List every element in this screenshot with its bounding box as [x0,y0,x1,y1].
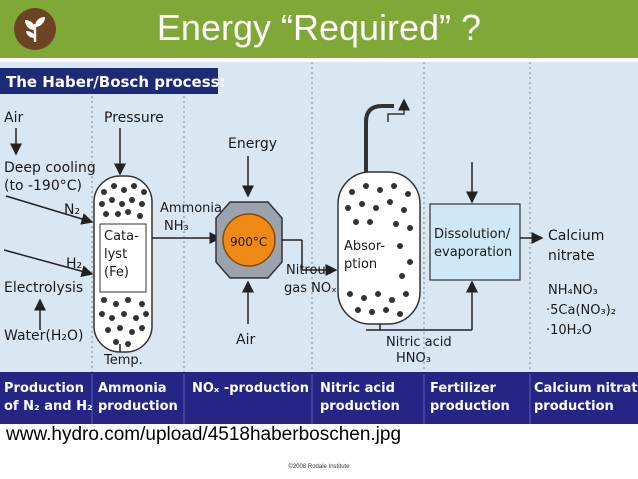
copyright-notice: ©2008 Rodale Institute [288,464,350,470]
dissolution-box [429,203,521,281]
diagram-canvas: The Haber/Bosch process: Air Deep coolin… [0,62,638,424]
absorber-label-2: ption [344,257,377,272]
stages-footer [0,372,638,424]
sprout-logo-icon [14,8,56,50]
nitrous-label-2: gas NOₓ [284,281,337,296]
reactor-temp: Temp. [103,353,143,368]
stage-2-line-1: Ammonia [98,381,167,396]
slide-header: Energy “Required” ? [0,0,638,58]
oxidizer-air: Air [236,332,255,348]
input-deep-cooling: Deep cooling [4,160,96,176]
absorber-dots [345,183,413,317]
stage-6-line-2: production [534,399,614,414]
product-formula-1: NH₄NO₃ [548,283,598,298]
product-label-1: Calcium [548,228,604,244]
oxidizer-flame [222,213,276,267]
image-source-caption: www.hydro.com/upload/4518haberboschen.jp… [6,424,402,445]
heading-bar [0,68,218,94]
stage-3-line-1: NOₓ -production [192,381,309,396]
stage-1-line-2: of N₂ and H₂ [4,399,93,414]
nitric-acid-formula: HNO₃ [396,351,431,366]
ammonia-formula: NH₃ [164,219,189,234]
haber-bosch-diagram: The Haber/Bosch process: Air Deep coolin… [0,62,638,424]
slide-title: Energy “Required” ? [156,7,482,48]
stage-dividers [91,62,531,372]
product-formula-3: ·10H₂O [546,323,592,338]
nitric-acid-label: Nitric acid [386,335,452,350]
reactor-catalyst-dots [99,183,149,347]
catalyst-label-1: Cata- [104,229,139,244]
input-air: Air [4,110,23,126]
catalyst-label-2: lyst [104,247,127,262]
stage-6-line-1: Calcium nitrate [534,381,638,396]
input-deep-cooling-temp: (to -190°C) [4,178,82,194]
nitrous-label-1: Nitrous [286,263,333,278]
reactor-pressure: Pressure [104,110,164,126]
stage-5-line-2: production [430,399,510,414]
energy-label: Energy [228,136,277,152]
dissolution-label-1: Dissolution/ [434,227,511,242]
absorber-label-1: Absor- [344,239,385,254]
stage-5-line-1: Fertilizer [430,381,497,396]
ammonia-label: Ammonia [160,201,222,216]
product-formula-2: ·5Ca(NO₃)₂ [546,303,616,318]
stage-1-line-1: Production [4,381,84,396]
input-water: Water(H₂O) [4,328,83,344]
stage-2-line-2: production [98,399,178,414]
product-label-2: nitrate [548,248,595,264]
stage-4-line-2: production [320,399,400,414]
diagram-heading: The Haber/Bosch process: [6,73,226,91]
input-electrolysis: Electrolysis [4,280,83,296]
stage-4-line-1: Nitric acid [320,381,395,396]
catalyst-label-3: (Fe) [104,265,129,280]
oxidizer-temp: 900°C [230,235,267,249]
dissolution-label-2: evaporation [434,245,512,260]
